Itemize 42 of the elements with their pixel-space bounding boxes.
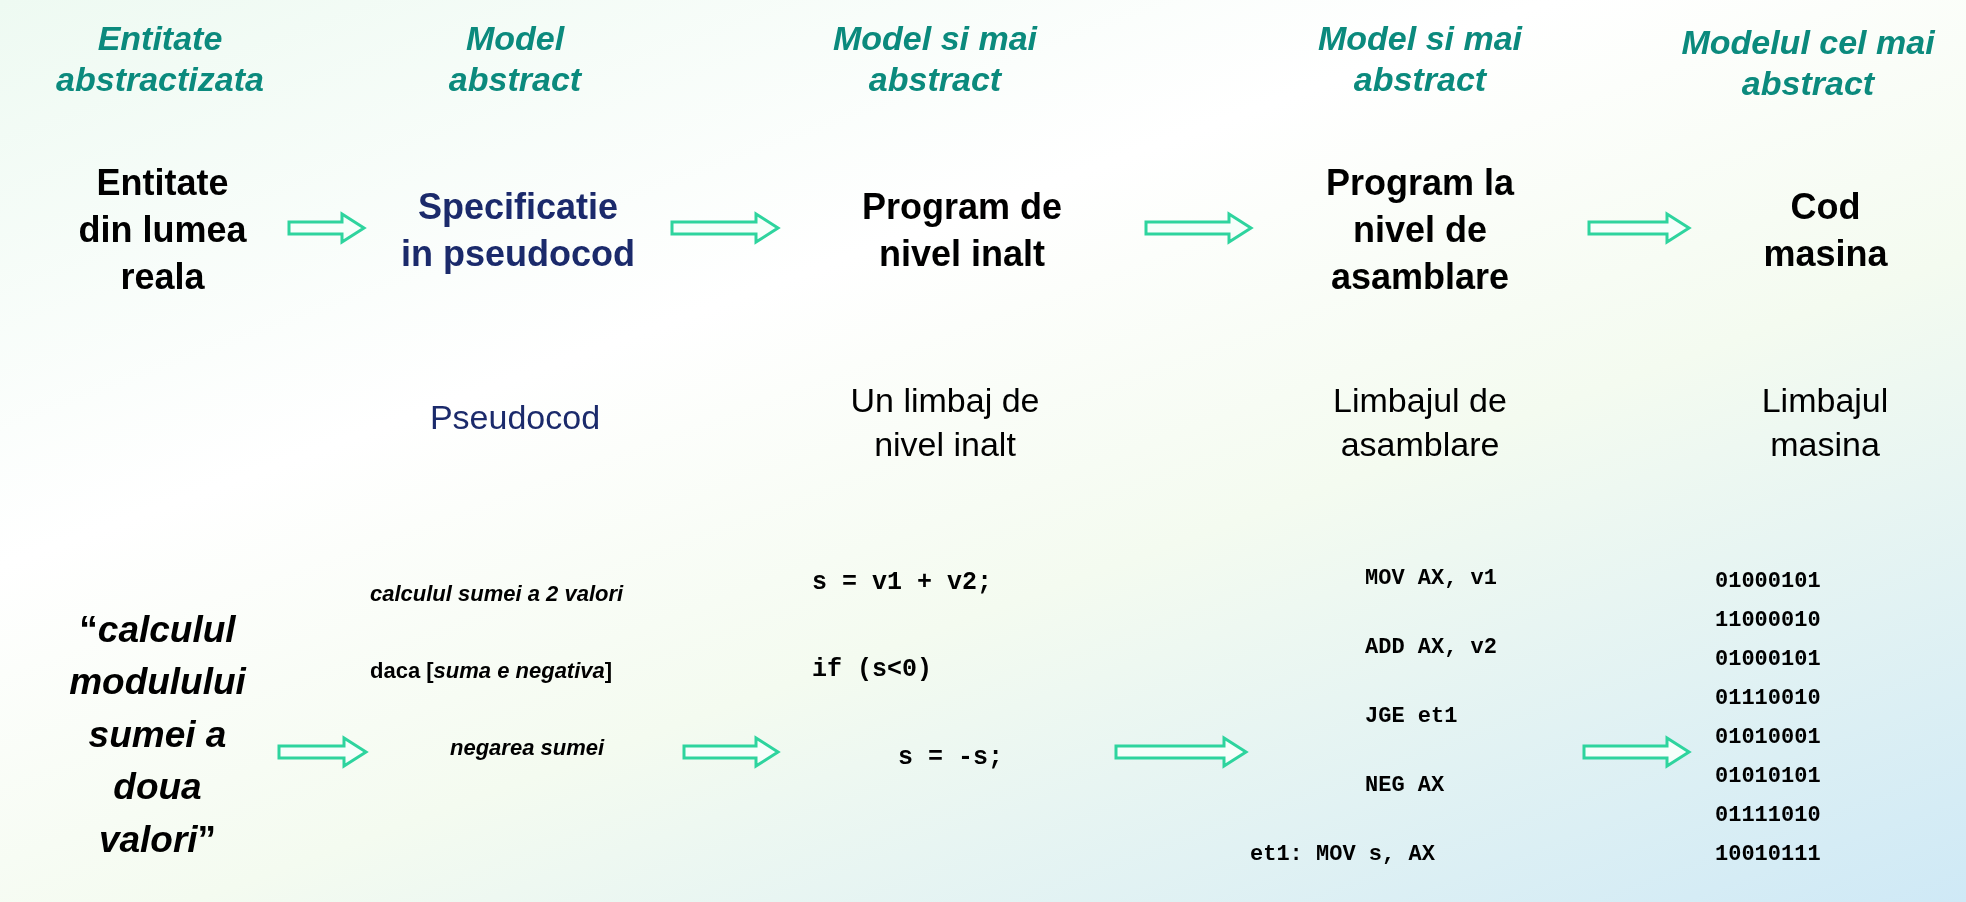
hollow-arrow bbox=[682, 735, 781, 769]
hollow-arrow bbox=[1582, 735, 1692, 769]
pseudocode-line: negarea sumei bbox=[450, 734, 605, 760]
assembly-line: ADD AX, v2 bbox=[1365, 635, 1498, 660]
box-title: Specificatie in pseudocod bbox=[400, 184, 636, 276]
language-label: Limbajul masina bbox=[1760, 380, 1890, 466]
pseudocode-line: daca [suma e negativa] bbox=[370, 657, 613, 683]
binary-line: 01000101 bbox=[1715, 570, 1821, 594]
column-heading: Model si mai abstract bbox=[831, 18, 1039, 101]
assembly-line: et1: MOV s, AX bbox=[1250, 842, 1435, 867]
column-heading: Model abstract bbox=[447, 18, 583, 101]
column-heading: Modelul cel mai abstract bbox=[1680, 22, 1937, 105]
language-label: Un limbaj de nivel inalt bbox=[849, 380, 1041, 466]
language-label: Pseudocod bbox=[429, 397, 601, 438]
assembly-line: MOV AX, v1 bbox=[1365, 566, 1498, 591]
quote-text: “calculul modulului sumei a doua valori” bbox=[68, 607, 248, 862]
assembly-line: NEG AX bbox=[1365, 773, 1445, 798]
hollow-arrow bbox=[670, 211, 781, 245]
binary-line: 10010111 bbox=[1715, 843, 1821, 867]
hollow-arrow bbox=[1144, 211, 1254, 245]
column-heading: Entitate abstractizata bbox=[55, 18, 265, 101]
binary-line: 01010001 bbox=[1715, 726, 1821, 750]
binary-line: 01010101 bbox=[1715, 765, 1821, 789]
binary-line: 01110010 bbox=[1715, 687, 1821, 711]
assembly-line: JGE et1 bbox=[1365, 704, 1458, 729]
code-line: if (s<0) bbox=[812, 655, 933, 685]
binary-line: 01111010 bbox=[1715, 804, 1821, 828]
code-line: s = v1 + v2; bbox=[812, 567, 993, 597]
hollow-arrow bbox=[287, 211, 367, 245]
box-title: Program de nivel inalt bbox=[860, 184, 1064, 276]
code-line: s = -s; bbox=[898, 742, 1004, 772]
box-title: Entitate din lumea reala bbox=[77, 161, 248, 299]
pseudocode-line: calculul sumei a 2 valori bbox=[370, 580, 624, 606]
hollow-arrow bbox=[277, 735, 369, 769]
language-label: Limbajul de asamblare bbox=[1332, 380, 1508, 466]
box-title: Cod masina bbox=[1762, 184, 1889, 276]
column-heading: Model si mai abstract bbox=[1316, 18, 1524, 101]
box-title: Program la nivel de asamblare bbox=[1324, 161, 1516, 299]
hollow-arrow bbox=[1587, 211, 1692, 245]
binary-line: 01000101 bbox=[1715, 648, 1821, 672]
hollow-arrow bbox=[1114, 735, 1249, 769]
binary-line: 11000010 bbox=[1715, 609, 1821, 633]
